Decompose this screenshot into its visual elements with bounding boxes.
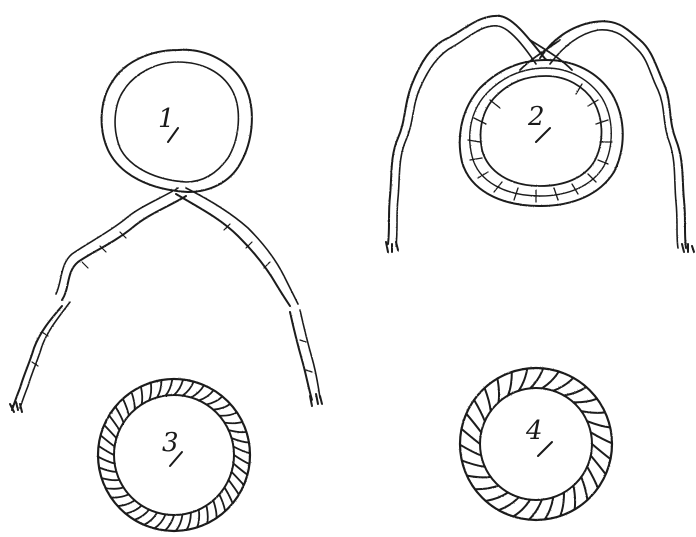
strand-twist bbox=[234, 455, 250, 464]
strand-twist bbox=[530, 368, 543, 388]
strand-twist bbox=[213, 500, 216, 518]
strand-twist bbox=[102, 478, 120, 480]
strand-twist bbox=[219, 494, 225, 511]
step-1-ring-inner bbox=[115, 62, 238, 182]
strand-twist bbox=[542, 372, 559, 389]
strand-twist bbox=[115, 407, 123, 423]
strand-twist bbox=[166, 379, 173, 396]
strand-twist bbox=[191, 385, 204, 397]
strand-twist bbox=[99, 446, 115, 455]
strand-twist bbox=[529, 500, 542, 520]
step-1-left-strand-b bbox=[56, 188, 178, 294]
strand-twist bbox=[229, 430, 247, 432]
strand-twist bbox=[574, 486, 576, 510]
strand-twist bbox=[141, 387, 142, 405]
strand-twist bbox=[466, 414, 481, 433]
strand-twist bbox=[132, 392, 135, 410]
strand-twist bbox=[513, 500, 530, 517]
strand-twist bbox=[462, 461, 485, 467]
strand-twist bbox=[213, 404, 230, 410]
strand-twist bbox=[109, 415, 119, 430]
step-2-left-strand-b bbox=[396, 26, 536, 246]
strand-twist bbox=[197, 510, 199, 528]
strand-twist bbox=[225, 422, 243, 423]
strand-twist bbox=[497, 379, 499, 403]
strand-twist bbox=[581, 411, 605, 413]
strand-twist bbox=[183, 382, 194, 396]
strand-twist bbox=[564, 387, 586, 396]
step-1-right-strand bbox=[176, 194, 290, 306]
strand-twist bbox=[233, 464, 247, 475]
strand-twist bbox=[229, 480, 239, 495]
strand-twist bbox=[581, 477, 587, 500]
strand-twist bbox=[157, 380, 161, 397]
step-1-ring-outer bbox=[102, 50, 252, 192]
strand-twist bbox=[187, 513, 191, 530]
strand-twist bbox=[225, 487, 233, 503]
step-2-laying-strand bbox=[386, 16, 694, 252]
step-2-frayed-tips bbox=[386, 242, 694, 252]
strand-twist bbox=[123, 399, 129, 416]
strand-twist bbox=[206, 396, 222, 404]
strand-twist bbox=[99, 468, 116, 472]
strand-twist bbox=[101, 435, 115, 446]
strand-twist bbox=[174, 380, 183, 396]
strand-twist bbox=[126, 506, 142, 514]
strand-twist bbox=[154, 514, 165, 528]
strand-twist bbox=[149, 383, 151, 401]
step-1-label: 1 bbox=[158, 106, 175, 132]
strand-twist bbox=[592, 444, 611, 459]
strand-twist bbox=[591, 432, 612, 443]
step-2-label: 2 bbox=[528, 104, 545, 130]
strand-twist bbox=[206, 506, 207, 524]
strand-twist bbox=[485, 388, 491, 411]
strand-twist bbox=[232, 438, 249, 442]
strand-twist bbox=[462, 429, 481, 444]
strand-twist bbox=[519, 369, 528, 391]
strand-twist bbox=[560, 493, 564, 517]
strand-twist bbox=[545, 497, 554, 519]
strand-twist bbox=[232, 472, 244, 485]
strand-twist bbox=[499, 497, 519, 510]
strand-twist bbox=[553, 378, 573, 391]
step-1-right-strand-b bbox=[186, 188, 298, 304]
strand-twist bbox=[176, 514, 183, 531]
strand-twist bbox=[508, 372, 512, 396]
step-2-ring-outer bbox=[460, 60, 623, 206]
strand-twist bbox=[98, 457, 115, 464]
strand-twist bbox=[111, 494, 129, 497]
strand-twist bbox=[460, 445, 481, 456]
strand-twist bbox=[475, 486, 499, 490]
strand-twist bbox=[118, 500, 135, 506]
step-2-left-strand bbox=[388, 16, 546, 244]
strand-twist bbox=[486, 493, 508, 502]
step-2-crossover bbox=[520, 40, 572, 70]
strand-twist bbox=[104, 425, 116, 438]
strand-twist bbox=[233, 447, 250, 454]
step-4-label: 4 bbox=[526, 418, 543, 444]
strand-twist bbox=[219, 413, 237, 416]
strand-twist bbox=[474, 400, 485, 421]
strand-twist bbox=[587, 467, 598, 488]
step-1-loose-end-left-b bbox=[20, 302, 70, 408]
strand-twist bbox=[199, 390, 214, 400]
strand-twist bbox=[134, 510, 149, 520]
strand-twist bbox=[106, 487, 124, 488]
step-3-label: 3 bbox=[162, 430, 179, 456]
strand-twist bbox=[467, 476, 491, 478]
strand-twist bbox=[165, 515, 174, 531]
step-1-loose-end-right bbox=[290, 312, 312, 400]
strand-twist bbox=[591, 456, 606, 475]
strand-twist bbox=[574, 399, 598, 403]
step-2-right-strand bbox=[540, 21, 686, 248]
step-1-twist-marks bbox=[32, 224, 312, 372]
step-1-loose-end-right-b bbox=[300, 310, 320, 398]
strand-twist bbox=[587, 421, 610, 427]
strand-twist bbox=[144, 513, 157, 525]
